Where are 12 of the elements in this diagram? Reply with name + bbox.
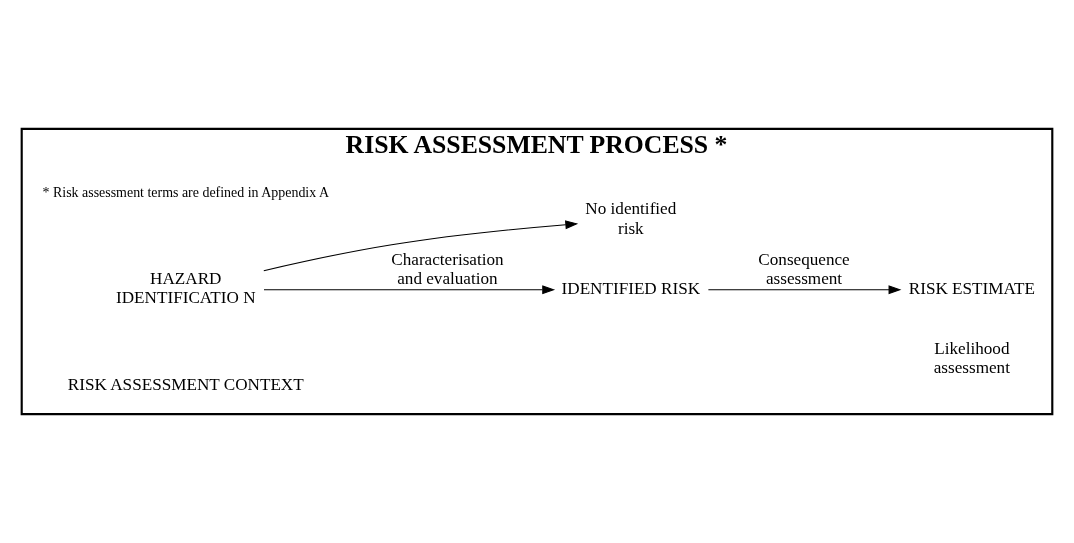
arrow <box>263 220 579 272</box>
arrow <box>707 285 902 295</box>
label: Likelihood assessment <box>933 338 1010 378</box>
arrow <box>263 285 556 295</box>
caption: * Risk assessment terms are defined in Appendix A <box>42 184 330 200</box>
edge-label: Consequence assessment <box>758 249 850 289</box>
edge-label: Characterisation and evaluation <box>391 249 504 289</box>
label: RISK ASSESSMENT CONTEXT <box>67 375 304 395</box>
node-text: IDENTIFIED RISK <box>561 278 701 298</box>
node-text: No identified risk <box>585 199 677 238</box>
node-text: RISK ESTIMATE <box>908 278 1035 298</box>
node-text: HAZARD IDENTIFICATIO N <box>116 269 256 308</box>
